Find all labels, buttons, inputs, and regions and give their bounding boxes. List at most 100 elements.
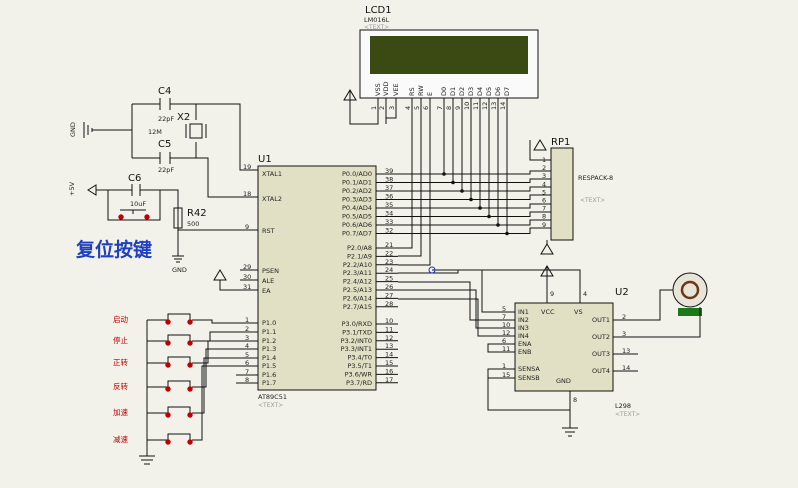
button-contact	[147, 334, 191, 342]
c5-value: 22pF	[158, 166, 174, 174]
motor-component[interactable]	[613, 272, 708, 338]
mcu-pin-number: 5	[245, 351, 249, 359]
button-label: 停止	[113, 335, 128, 345]
rp1-pin-number: 2	[542, 164, 546, 172]
button-1[interactable]: 启动	[113, 313, 236, 325]
driver-pin-number: 3	[622, 330, 626, 338]
mcu-pin-p2-6: P2.6/A14	[343, 294, 372, 302]
mcu-pin-number: 24	[385, 266, 393, 274]
lcd-pin-number: 13	[490, 102, 498, 110]
capacitor-plates	[159, 98, 171, 164]
lcd-pin-label: D4	[476, 87, 484, 96]
mcu-pin-number: 3	[245, 334, 249, 342]
button-2[interactable]: 停止	[113, 331, 236, 346]
rp1-part: RESPACK-8	[578, 174, 613, 182]
button-6[interactable]: 减速	[113, 365, 236, 445]
rp1-wire	[498, 219, 551, 226]
lcd-part: LM016L	[364, 16, 390, 24]
driver-pin-out1: OUT1	[592, 316, 610, 324]
crystal-ref: X2	[177, 112, 190, 123]
lcd-pin-number: 9	[454, 106, 462, 110]
lcd-pin-label: D0	[440, 87, 448, 96]
mcu-pin-number: 14	[385, 351, 393, 359]
driver-pins: IN15IN27IN310IN412ENA6ENB11SENSA1SENSB15…	[502, 290, 638, 404]
driver-pin-number: 5	[502, 305, 506, 313]
r42-body	[173, 207, 183, 229]
driver-placeholder: <TEXT>	[615, 411, 640, 418]
lcd-pin-number: 14	[499, 102, 507, 110]
mcu-pin-p3-6: P3.6/WR	[345, 370, 373, 378]
lcd-pin-number: 2	[378, 106, 386, 110]
mcu-pin-number: 8	[245, 376, 249, 384]
mcu-pin-number: 7	[245, 368, 249, 376]
rp1-wire	[507, 227, 551, 234]
mcu-pin-p0-2: P0.2/AD2	[342, 187, 372, 195]
driver-pin-gnd: GND	[556, 377, 571, 385]
mcu-pin-number: 4	[245, 342, 249, 350]
driver-pin-number: 10	[502, 321, 510, 329]
button-terminal	[165, 319, 171, 325]
wire-junction	[505, 231, 509, 236]
wire-junction	[442, 172, 446, 176]
rp1-pin-number: 9	[542, 221, 546, 229]
pin-18-label: 18	[243, 190, 251, 198]
mcu-pin-psen: PSEN	[262, 267, 279, 275]
lcd-pin-number: 10	[463, 102, 471, 110]
mcu-pin-number: 12	[385, 334, 393, 342]
button-label: 加速	[113, 407, 128, 417]
wire-junction	[460, 189, 464, 193]
lcd-pin-label: D6	[494, 87, 502, 96]
driver-body	[514, 302, 614, 392]
crystal-body	[189, 123, 203, 139]
wire-junction	[496, 223, 500, 227]
mcu-pin-number: 17	[385, 376, 393, 384]
lcd-pin-label: D3	[467, 87, 475, 96]
button-5[interactable]: 加速	[113, 357, 236, 418]
mcu-pin-p2-5: P2.5/A13	[343, 286, 372, 294]
rp1-placeholder: <TEXT>	[580, 197, 605, 204]
button-terminal	[165, 340, 171, 346]
mcu-pin-p1-1: P1.1	[262, 328, 276, 336]
lcd-pin-label: VSS	[374, 83, 382, 96]
mcu-pin-p3-1: P3.1/TXD	[342, 328, 372, 336]
mcu-pin-number: 38	[385, 176, 393, 184]
mcu-pin-number: 37	[385, 184, 393, 192]
wire-junction	[478, 206, 482, 210]
lcd-component[interactable]: LCD1 LM016L <TEXT> VSS1VDD2VEE3RS4RW5E6D…	[343, 5, 539, 125]
mcu-pin-number: 33	[385, 218, 393, 226]
mcu-pin-p0-7: P0.7/AD7	[342, 230, 372, 238]
mcu-pin-p0-5: P0.5/AD5	[342, 213, 372, 221]
mcu-pin-number: 23	[385, 258, 393, 266]
mcu-pin-p0-0: P0.0/AD0	[342, 170, 372, 178]
driver-pin-in4: IN4	[518, 332, 529, 340]
rp1-pin-number: 3	[542, 172, 546, 180]
mcu-pin-p2-7: P2.7/A15	[343, 303, 372, 311]
button-3[interactable]: 正转	[113, 340, 236, 368]
mcu-pin-rst: RST	[262, 227, 275, 235]
vcc-label: +5V	[68, 181, 76, 196]
button-terminal	[187, 412, 193, 418]
driver-pin-enb: ENB	[518, 348, 531, 356]
button-terminal	[165, 412, 171, 418]
mcu-ref: U1	[258, 154, 272, 165]
mcu-pin-number: 6	[245, 359, 249, 367]
button-wire	[192, 365, 236, 441]
driver-pin-sensa: SENSA	[518, 365, 540, 373]
c6-ref: C6	[128, 173, 141, 184]
driver-component[interactable]: U2 L298 <TEXT> IN15IN27IN310IN412ENA6ENB…	[428, 265, 640, 437]
mcu-body	[257, 165, 377, 391]
mcu-pin-number: 21	[385, 241, 393, 249]
button-4[interactable]: 反转	[113, 348, 236, 392]
mcu-pin-p2-0: P2.0/A8	[347, 244, 372, 252]
button-wire	[192, 319, 236, 324]
lcd-power-wires	[343, 89, 397, 125]
driver-pin-number: 8	[573, 396, 577, 404]
mcu-pin-number: 11	[385, 325, 393, 333]
mcu-component[interactable]: U1 AT89C51 <TEXT> XTAL1XTAL2RSTPSENALEEA…	[236, 154, 398, 409]
motor-tag	[678, 308, 702, 316]
mcu-pin-p1-0: P1.0	[262, 319, 276, 327]
